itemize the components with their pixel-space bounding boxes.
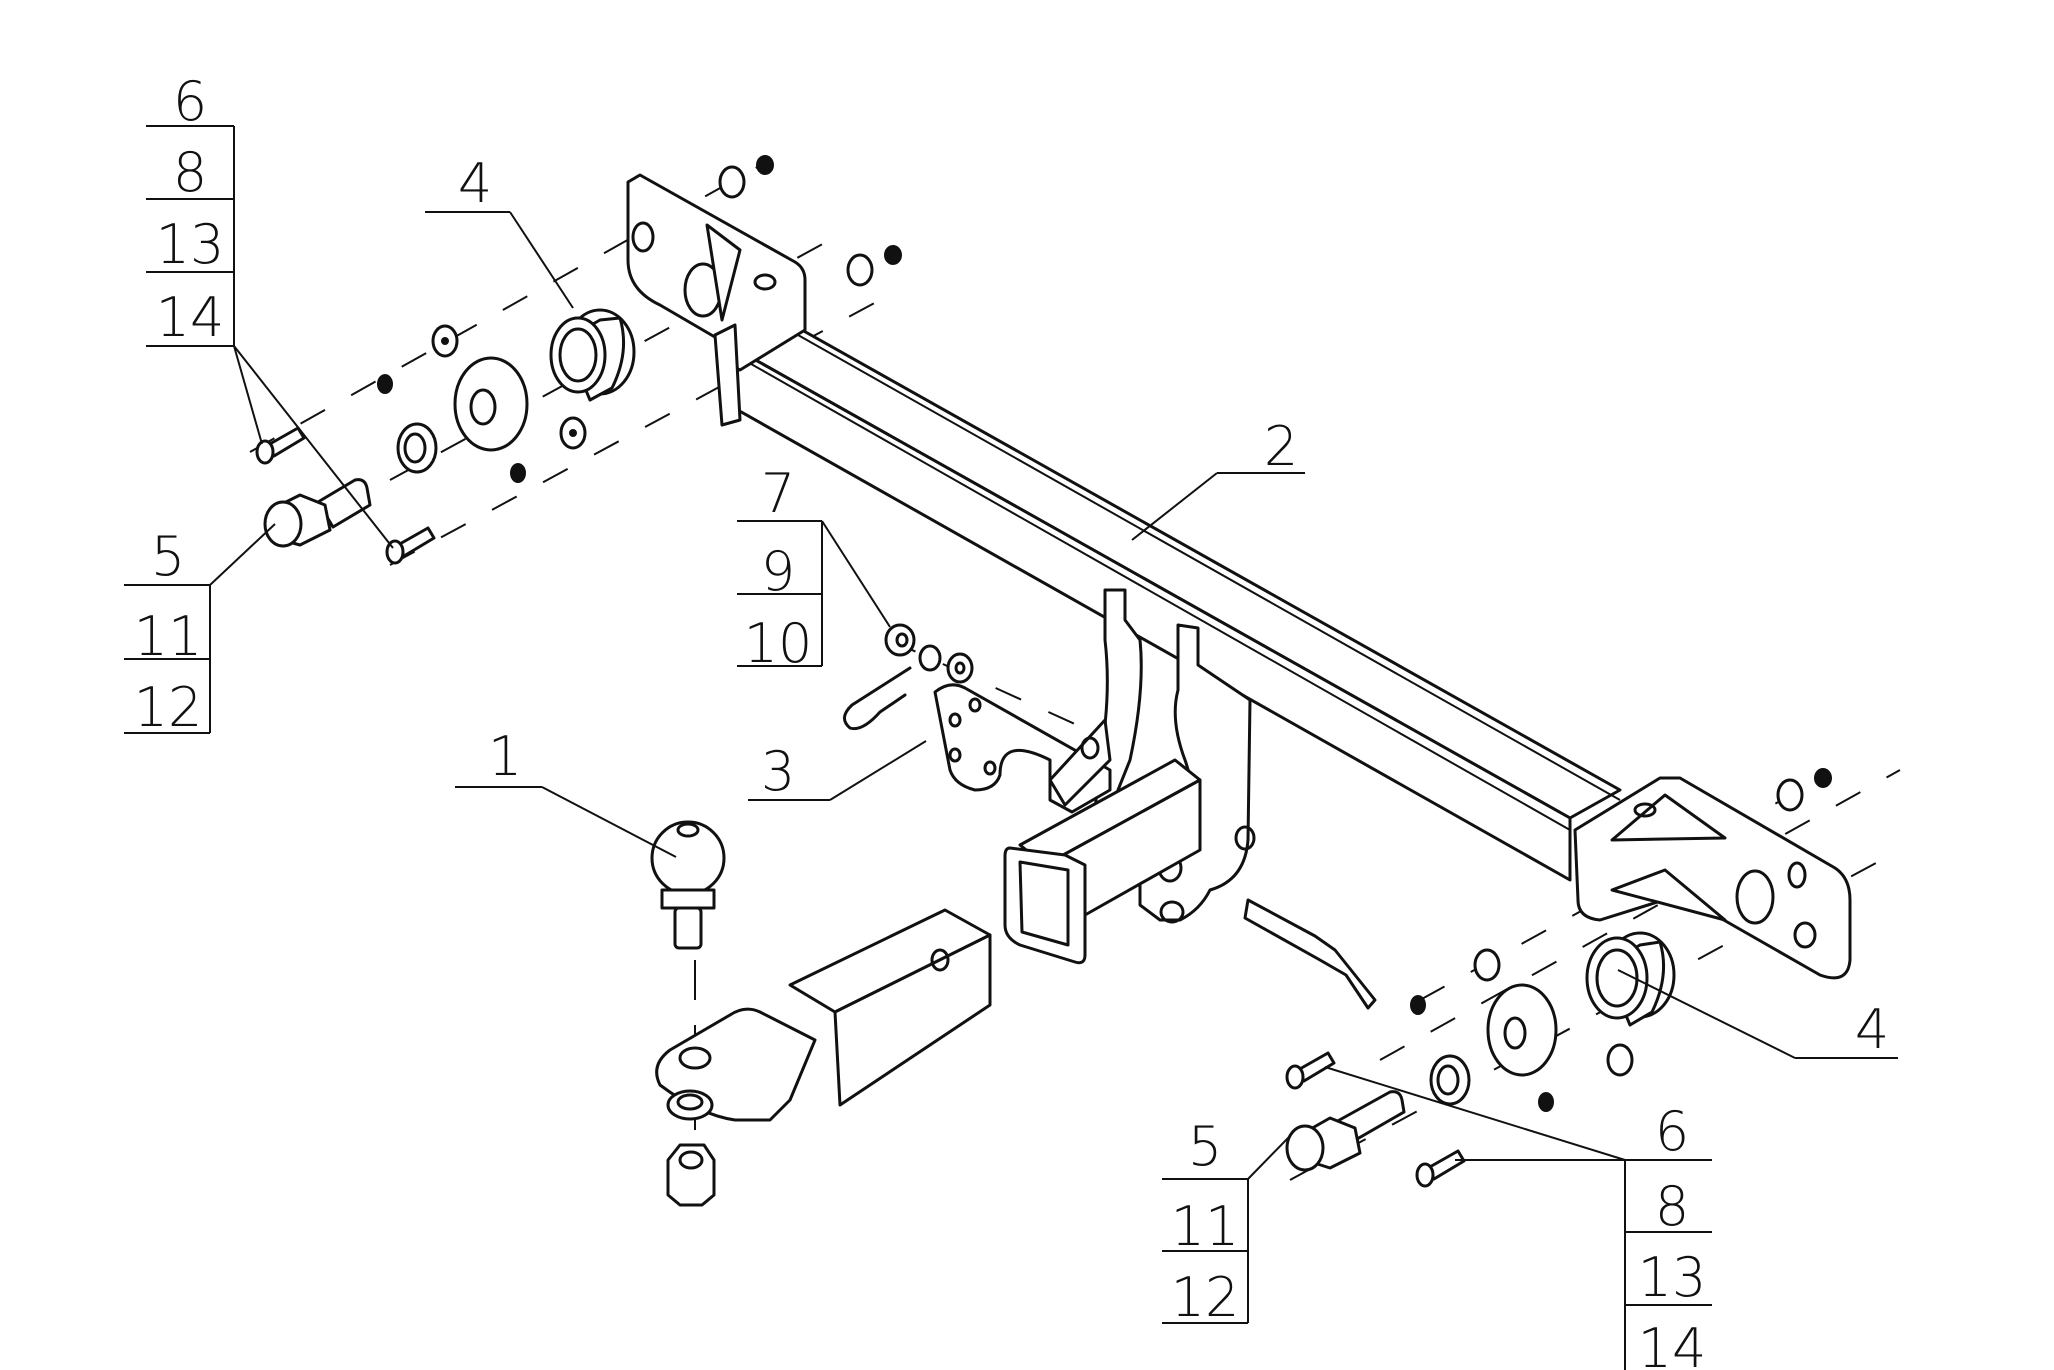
- callout-label: 1: [488, 725, 522, 788]
- tow-ball: [650, 820, 726, 896]
- left-end-flange: [713, 323, 742, 427]
- right-fasteners: [1285, 768, 1832, 1188]
- callout-label: 8: [173, 141, 207, 204]
- small-nut-left-1: [377, 374, 393, 394]
- small-nut-left-2: [510, 463, 526, 483]
- callout-label: 6: [1655, 1100, 1689, 1163]
- callout-label: 12: [1171, 1266, 1240, 1329]
- socket-bracket: [843, 666, 1112, 814]
- leader-line: [1131, 472, 1218, 541]
- washer-10: [946, 652, 974, 684]
- hairpin-clip: [843, 666, 912, 731]
- hex-bolt-left-shank: [316, 478, 372, 529]
- leader-line: [509, 211, 574, 309]
- callout-label: 4: [1855, 998, 1889, 1061]
- callout-label: 5: [151, 525, 185, 588]
- callout-label: 8: [1655, 1175, 1689, 1238]
- nut-7: [884, 623, 916, 657]
- washer-right-plate: [846, 253, 874, 287]
- leader-line: [209, 523, 276, 586]
- small-nut-plate-2: [884, 245, 902, 265]
- leader-line: [829, 740, 927, 801]
- callout-fastener-group-left: 6 8 13 14: [146, 70, 394, 549]
- leader-line: [1617, 969, 1796, 1059]
- washer-right-top: [1473, 948, 1501, 982]
- callout-label: 6: [173, 70, 207, 133]
- callout-label: 11: [134, 605, 203, 668]
- callout-label: 10: [744, 612, 813, 675]
- leader-line: [821, 520, 891, 628]
- crossbar-tube-top: [718, 310, 1622, 820]
- ball-nut: [666, 1143, 716, 1207]
- washer-right-plate: [1776, 778, 1804, 812]
- leader-line: [1324, 1066, 1626, 1161]
- hitch-pin: [1243, 898, 1377, 1010]
- callout-crossbar: 2: [1131, 415, 1305, 541]
- callout-label: 7: [761, 462, 795, 525]
- callout-label: 11: [1171, 1195, 1240, 1258]
- small-nut-right-2: [1538, 1092, 1554, 1112]
- callout-label: 12: [134, 676, 203, 739]
- large-washer-right: [1486, 983, 1558, 1077]
- lock-washer-9: [918, 644, 942, 672]
- left-fasteners: [255, 155, 902, 565]
- callout-fastener-group-right: 6 8 13 14: [1324, 1066, 1712, 1370]
- callout-label: 13: [156, 213, 225, 276]
- callout-socket-bracket: 3: [748, 740, 927, 803]
- nut-group: [884, 623, 974, 684]
- assembly-axes: [249, 159, 1901, 1181]
- callout-ball: 1: [455, 725, 677, 858]
- callout-label: 4: [458, 152, 492, 215]
- small-nut-plate-1: [756, 155, 774, 175]
- callout-label: 9: [761, 540, 795, 603]
- washer-left-plate: [718, 165, 746, 199]
- small-nut-right-1: [1410, 995, 1426, 1015]
- callout-spacer-left: 4: [425, 152, 574, 309]
- callout-nut-group: 7 9 10: [737, 462, 891, 675]
- crossbar: [626, 173, 1852, 980]
- leader-line: [541, 786, 677, 858]
- ball-mount: [650, 820, 992, 1207]
- callout-spacer-right: 4: [1617, 969, 1898, 1061]
- leader-line: [233, 345, 263, 445]
- leader-line: [233, 345, 394, 549]
- axis-socket: [889, 639, 1111, 741]
- callout-bolt-group-right: 5 11 12: [1162, 1115, 1291, 1329]
- small-nut-right-plate: [1814, 768, 1832, 788]
- callout-label: 2: [1264, 415, 1298, 478]
- washer-right-bottom: [1606, 1043, 1634, 1077]
- large-washer-left: [453, 356, 529, 452]
- callout-label: 14: [1638, 1317, 1707, 1370]
- callout-label: 3: [761, 740, 795, 803]
- axis-left-upper: [249, 159, 771, 453]
- split-washer-left: [396, 422, 438, 474]
- callout-label: 5: [1188, 1115, 1222, 1178]
- drawbar-side: [833, 933, 992, 1107]
- split-washer-right: [1429, 1054, 1471, 1106]
- callout-label: 13: [1638, 1246, 1707, 1309]
- ball-shank: [673, 906, 703, 950]
- leader-line: [1247, 1135, 1291, 1180]
- axis-right-center: [1379, 769, 1901, 1061]
- drop-plate-right: [1138, 623, 1252, 922]
- callout-label: 14: [156, 286, 225, 349]
- callout-bolt-group-left: 5 11 12: [124, 523, 276, 739]
